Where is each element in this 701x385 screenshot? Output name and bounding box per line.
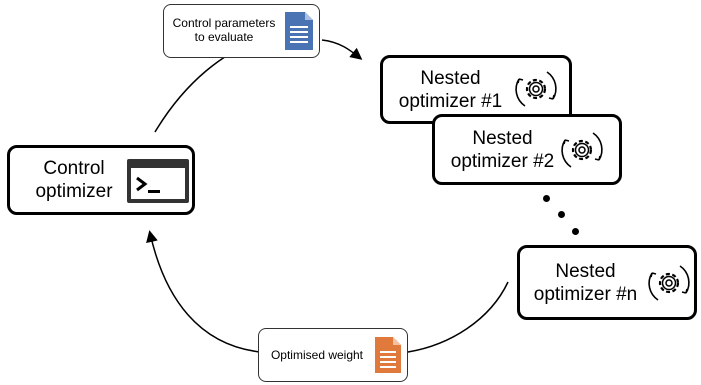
control-parameters-label: Control parameters to evaluate xyxy=(166,16,282,45)
nested-optimizer-n-box: Nested optimizer #n xyxy=(517,245,697,320)
nested-optimizer-n-label: Nested optimizer #n xyxy=(523,261,648,307)
nested-optimizer-n-line1: Nested xyxy=(555,261,616,282)
document-icon-orange xyxy=(375,337,401,373)
nested-optimizer-n-line2: optimizer #n xyxy=(533,283,638,305)
control-parameters-note: Control parameters to evaluate xyxy=(163,4,320,58)
control-optimizer-label-line2: optimizer xyxy=(35,180,113,202)
control-parameters-line1: Control parameters xyxy=(172,16,276,30)
arc-nested-to-weight xyxy=(407,281,509,353)
control-optimizer-label: Control optimizer xyxy=(24,158,124,204)
optimised-weight-label: Optimised weight xyxy=(270,348,364,362)
control-parameters-line2: to evaluate xyxy=(194,30,254,45)
nested-optimizer-2-line2: optimizer #2 xyxy=(450,150,555,172)
nested-optimizer-1-line2: optimizer #1 xyxy=(398,90,503,112)
gear-refresh-icon xyxy=(561,132,603,168)
terminal-icon xyxy=(127,159,189,203)
control-optimizer-box: Control optimizer xyxy=(7,145,195,215)
nested-optimizer-1-label: Nested optimizer #1 xyxy=(388,68,513,114)
nested-optimizer-1-box: Nested optimizer #1 xyxy=(380,55,572,124)
nested-optimizer-2-line1: Nested xyxy=(472,128,533,149)
control-optimizer-label-line1: Control xyxy=(43,158,105,179)
gear-refresh-icon xyxy=(515,71,557,107)
document-icon-blue xyxy=(285,12,313,50)
nested-optimizer-2-box: Nested optimizer #2 xyxy=(432,114,622,185)
arc-params-to-nested xyxy=(321,39,363,60)
continuation-dot xyxy=(558,211,565,218)
gear-refresh-icon xyxy=(648,265,690,301)
nested-optimizer-1-line1: Nested xyxy=(420,68,481,89)
continuation-dot xyxy=(543,195,550,202)
nested-optimizer-2-label: Nested optimizer #2 xyxy=(440,128,565,174)
continuation-dot xyxy=(572,228,579,235)
arc-weight-to-control xyxy=(146,230,261,353)
optimised-weight-note: Optimised weight xyxy=(258,328,408,382)
